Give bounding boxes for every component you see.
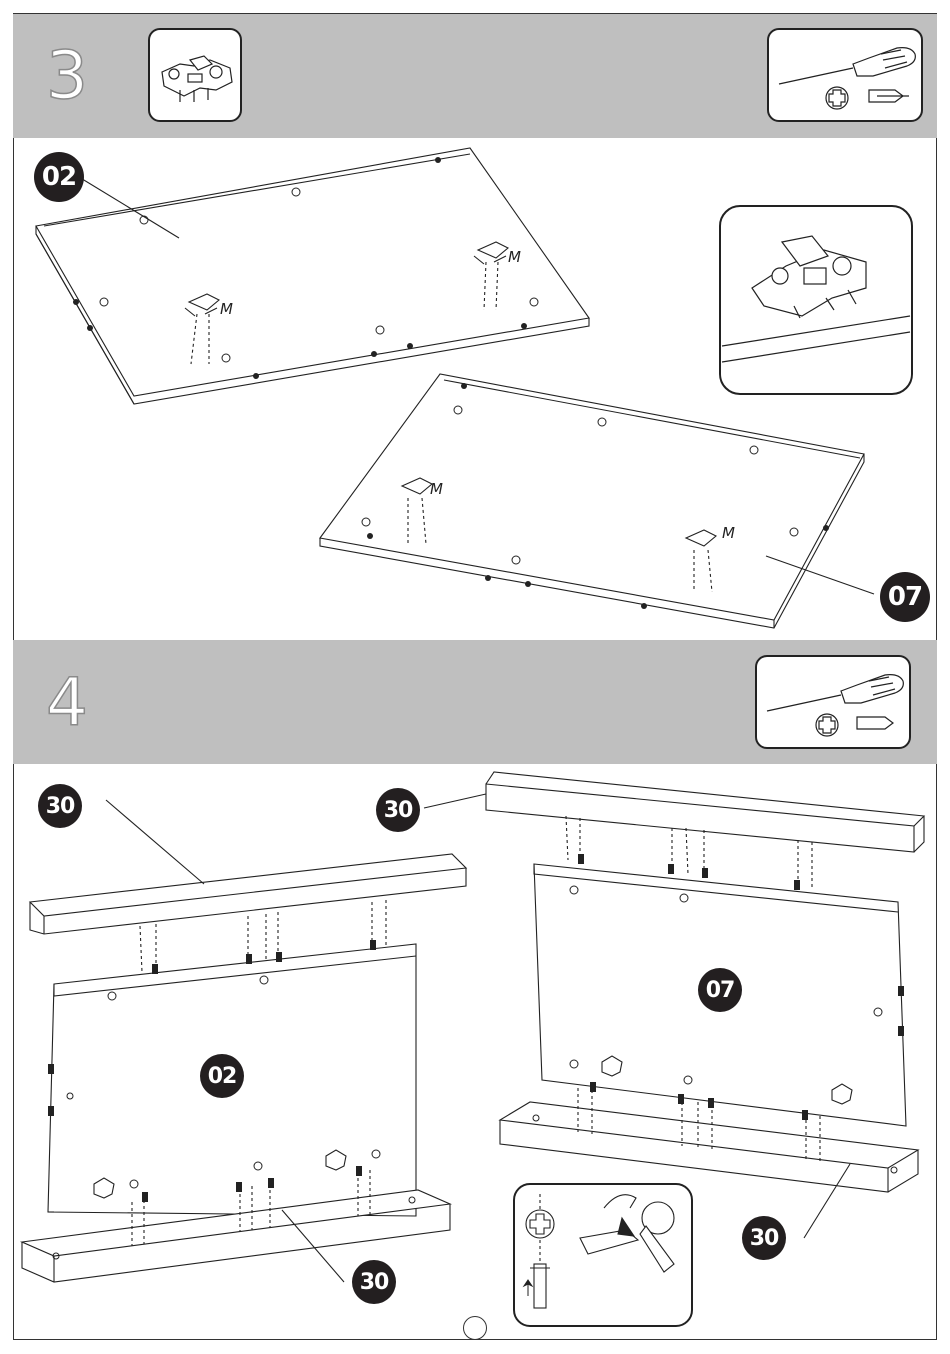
part-label-07: 07 — [880, 572, 930, 622]
part-label-07: 07 — [698, 968, 742, 1012]
hardware-label-m: M — [722, 524, 735, 542]
part-label-02: 02 — [34, 152, 84, 202]
tools-box — [755, 655, 911, 749]
part-label-30: 30 — [376, 788, 420, 832]
part-label-30: 30 — [352, 1260, 396, 1304]
mounting-plate-icon — [148, 28, 242, 122]
screwdriver-shaft — [779, 68, 853, 84]
part-label-02: 02 — [200, 1054, 244, 1098]
step-number: 4 — [46, 670, 88, 736]
step-3-illustration: 02 07 M M M M — [14, 138, 936, 640]
step-4-illustration: 30 30 02 07 30 30 — [14, 764, 936, 1339]
part-label-30: 30 — [38, 784, 82, 828]
tools-box — [767, 28, 923, 122]
part-label-30: 30 — [742, 1216, 786, 1260]
flat-head-icon — [857, 717, 893, 729]
hardware-label-m: M — [430, 480, 443, 498]
hardware-label-m: M — [220, 300, 233, 318]
hardware-label-m: M — [508, 248, 521, 266]
page-marker — [463, 1316, 487, 1340]
step-number: 3 — [46, 43, 88, 109]
